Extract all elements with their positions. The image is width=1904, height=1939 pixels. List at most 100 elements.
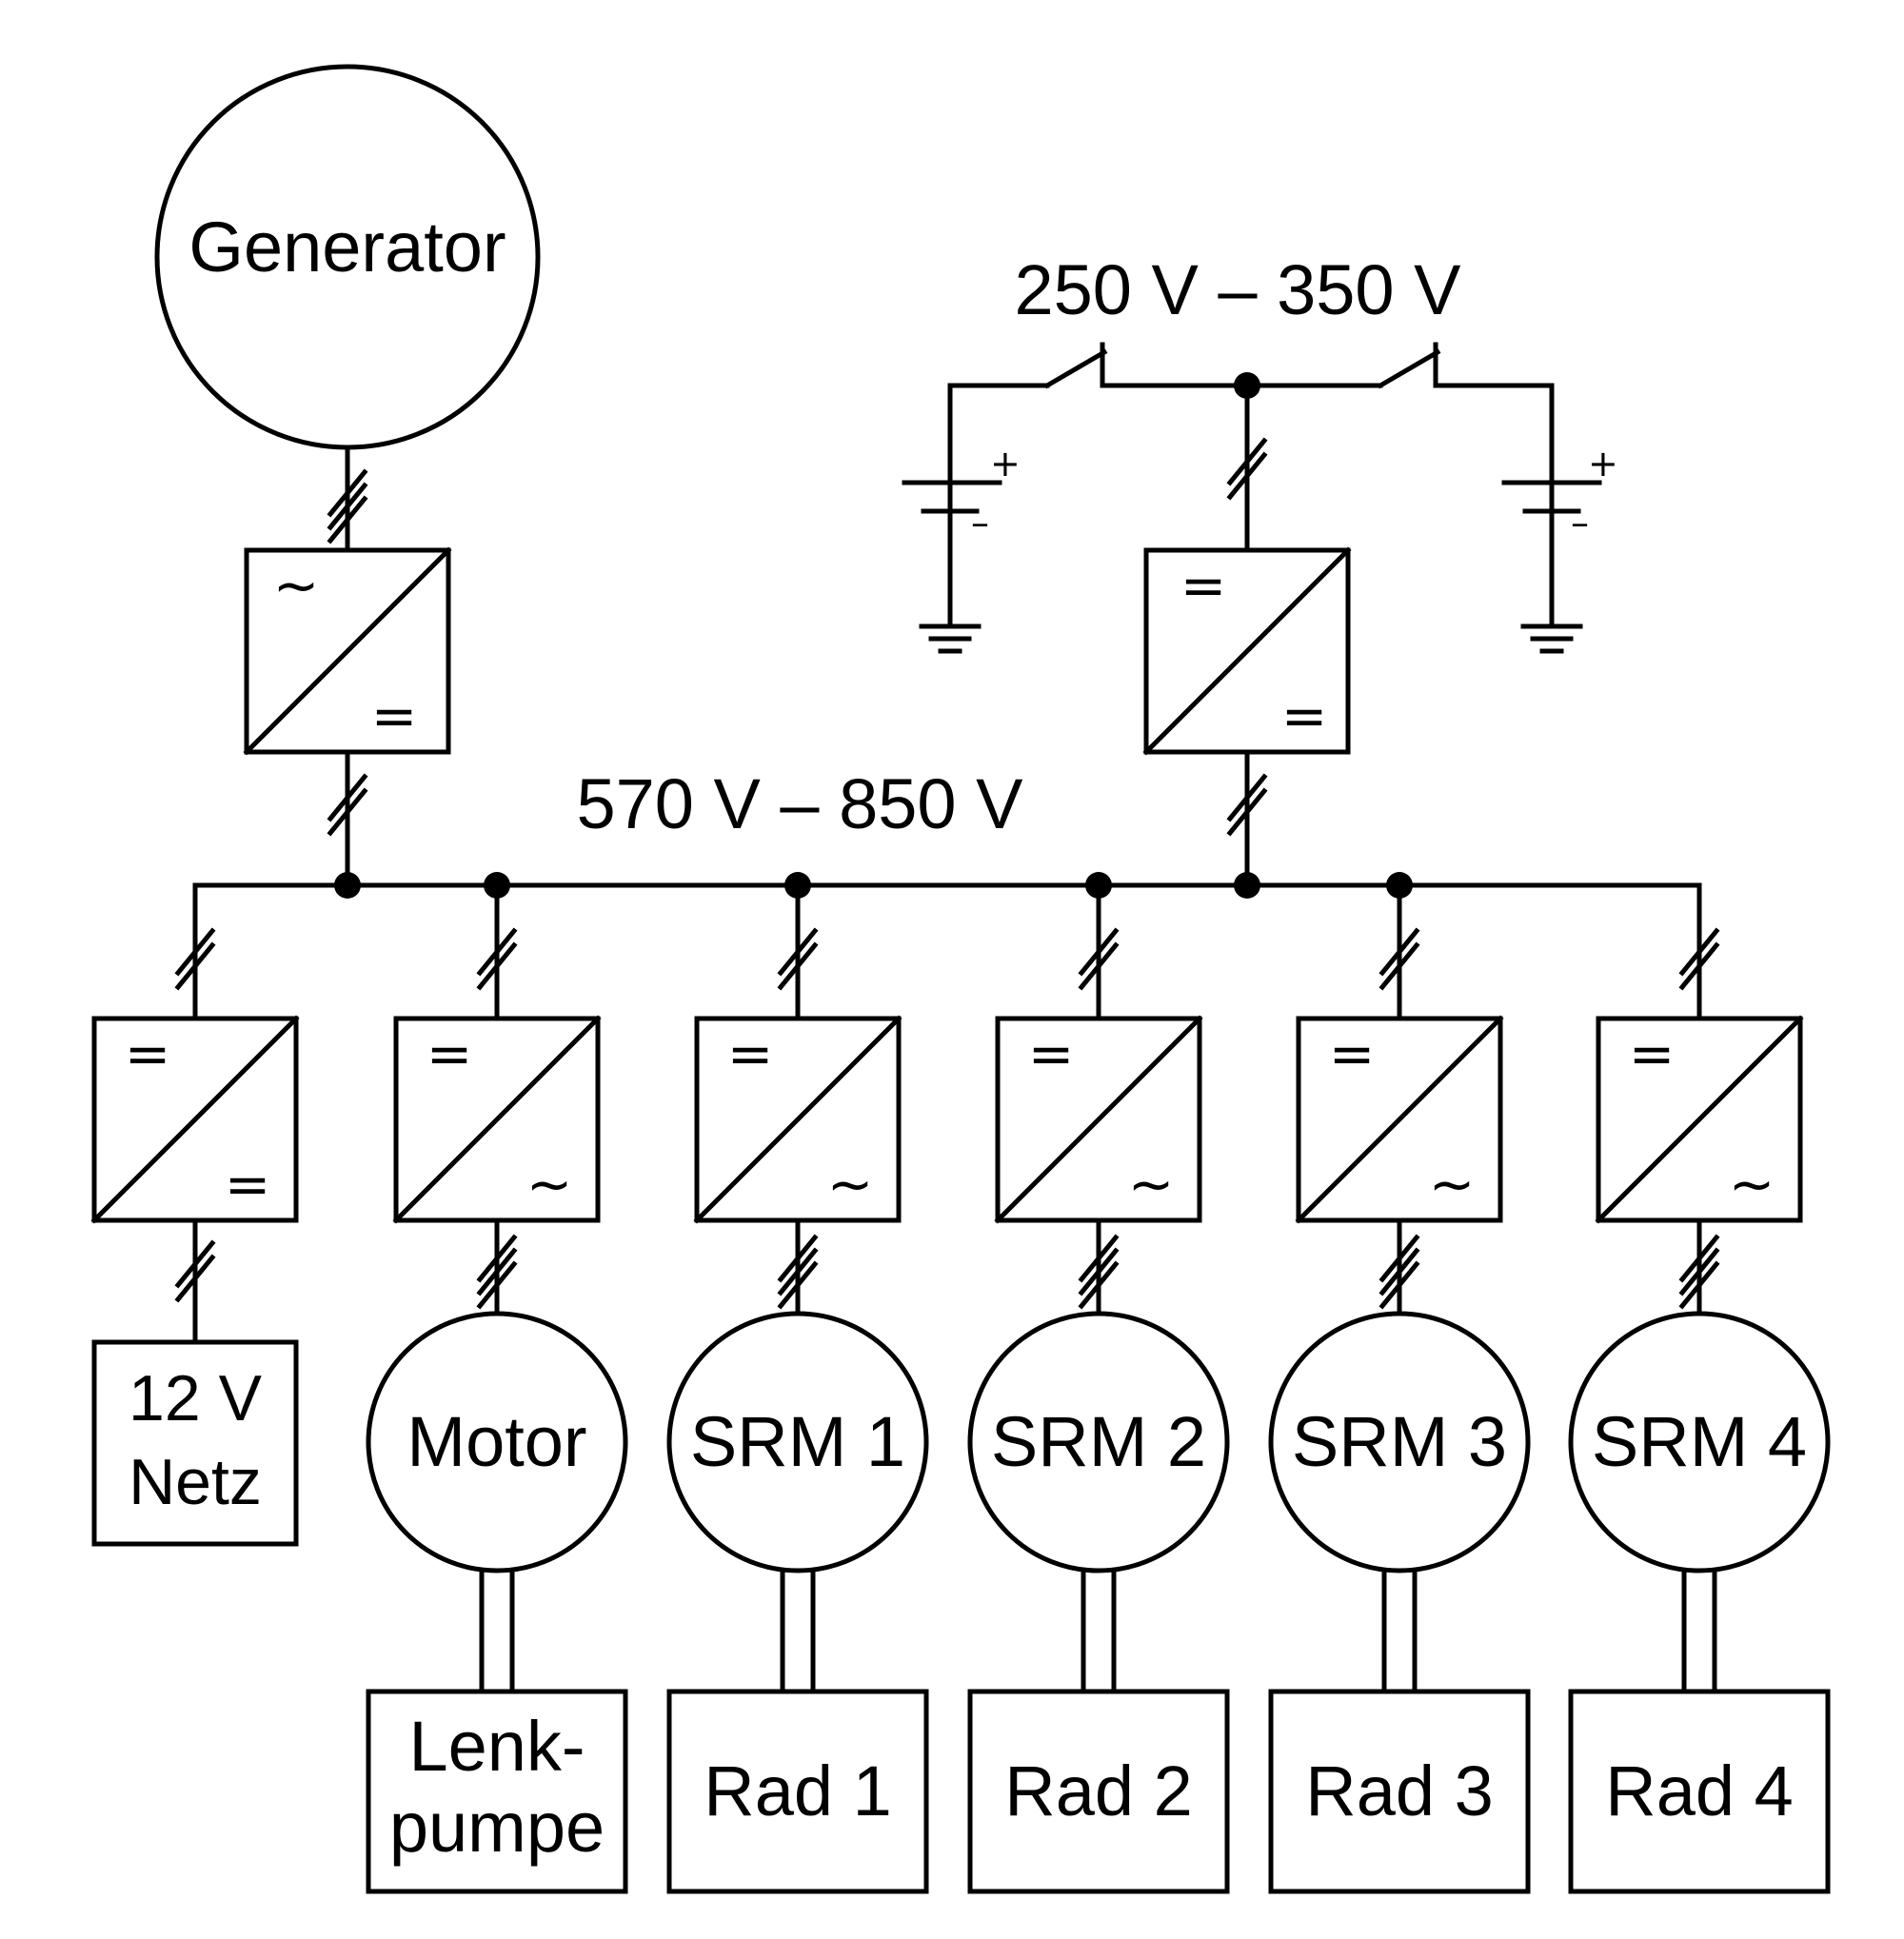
two-wire-tick xyxy=(1226,773,1268,837)
bus-junction-dot xyxy=(334,872,361,899)
load-box xyxy=(967,1689,1230,1894)
svg-text:=: = xyxy=(125,1021,171,1086)
inverter-output-symbol: ~ xyxy=(526,1152,573,1217)
two-wire-tick xyxy=(327,773,368,837)
load-box xyxy=(366,1689,628,1894)
machine-circle xyxy=(366,1311,628,1573)
generator-label: Generator xyxy=(188,208,506,287)
three-phase-tick xyxy=(476,1247,518,1296)
ac-dc-converter: ~ = xyxy=(243,546,452,756)
three-phase-tick xyxy=(1078,1247,1120,1296)
dcdc-output-symbol: = xyxy=(1281,683,1328,748)
three-phase-tick xyxy=(1678,1260,1720,1310)
ground-right xyxy=(1520,623,1583,654)
converter-input-symbol: ~ xyxy=(273,553,320,618)
inverter-diagonal xyxy=(994,1015,1203,1224)
bus-voltage-label: 570 V – 850 V xyxy=(576,764,1023,843)
inverter-output-symbol: ~ xyxy=(1128,1152,1175,1217)
three-phase-tick xyxy=(777,1234,819,1283)
inverter-diagonal xyxy=(392,1015,602,1224)
three-phase-tick xyxy=(1078,1234,1120,1283)
converter-output-symbol: = xyxy=(371,683,418,748)
three-phase-tick xyxy=(777,1247,819,1296)
svg-text:=: = xyxy=(225,1152,271,1217)
inverter-diagonal xyxy=(1295,1015,1504,1224)
inverter-input-symbol: = xyxy=(1329,1021,1376,1086)
two-wire-tick xyxy=(777,941,819,991)
drive-branch: = ~ SRM 3 Rad 3 xyxy=(1268,872,1531,1894)
inverter-input-symbol: = xyxy=(1629,1021,1676,1086)
dcdc-input-symbol: = xyxy=(1180,553,1227,618)
load-label: Rad 1 xyxy=(704,1751,891,1830)
generator-branch: Generator ~ = xyxy=(154,64,541,888)
dc-dc-converter: = = xyxy=(1142,546,1352,756)
machine-label: Motor xyxy=(407,1402,586,1481)
two-wire-tick xyxy=(174,1239,216,1303)
low-voltage-branch: = = 12 V Netz xyxy=(90,882,300,1547)
drive-branch: = ~ SRM 1 Rad 1 xyxy=(666,872,929,1894)
machine-label: SRM 4 xyxy=(1592,1402,1807,1481)
two-wire-tick xyxy=(1378,927,1420,977)
machine-circle xyxy=(1568,1311,1831,1573)
drive-branch: = ~ SRM 4 Rad 4 xyxy=(1568,882,1831,1894)
svg-text:–: – xyxy=(971,502,989,544)
three-phase-tick xyxy=(1378,1247,1420,1296)
machine-circle xyxy=(967,1311,1230,1573)
two-wire-tick xyxy=(1226,437,1268,501)
12v-label-line2: Netz xyxy=(129,1446,262,1518)
two-wire-tick xyxy=(777,927,819,977)
inverter-output-symbol: ~ xyxy=(827,1152,874,1217)
inverter-diagonal xyxy=(1595,1015,1804,1224)
battery-right: + – xyxy=(1244,342,1618,654)
svg-text:–: – xyxy=(1571,502,1589,544)
inverter-output-symbol: ~ xyxy=(1729,1152,1775,1217)
svg-text:+: + xyxy=(990,443,1021,485)
switch-right xyxy=(1377,348,1441,389)
two-wire-tick xyxy=(1678,941,1720,991)
12v-network-box xyxy=(91,1339,299,1547)
switch-left xyxy=(1043,348,1108,389)
two-wire-tick xyxy=(476,927,518,977)
load-label: Rad 3 xyxy=(1305,1751,1493,1830)
three-phase-tick xyxy=(777,1260,819,1310)
two-wire-tick xyxy=(174,927,216,991)
load-label-line1: Lenk- xyxy=(408,1707,585,1786)
inverter-input-symbol: = xyxy=(426,1021,473,1086)
load-box xyxy=(666,1689,929,1894)
inverter-input-symbol: = xyxy=(1028,1021,1075,1086)
two-wire-tick xyxy=(1078,927,1120,977)
inverter-input-symbol: = xyxy=(727,1021,774,1086)
load-label-line2: pumpe xyxy=(389,1788,605,1867)
load-box xyxy=(1268,1689,1531,1894)
battery-left: + – xyxy=(902,342,1250,654)
machine-label: SRM 3 xyxy=(1292,1402,1507,1481)
three-phase-tick xyxy=(327,468,368,544)
three-phase-tick xyxy=(1678,1247,1720,1296)
load-box xyxy=(1568,1689,1831,1894)
battery-voltage-label: 250 V – 350 V xyxy=(1014,250,1461,329)
dc-dc-converter-12v: = = xyxy=(90,1015,300,1224)
load-label: Rad 4 xyxy=(1605,1751,1793,1830)
two-wire-tick xyxy=(1678,927,1720,977)
machine-circle xyxy=(1268,1311,1531,1573)
bus-junction-dot xyxy=(1234,872,1260,899)
inverter-diagonal xyxy=(693,1015,902,1224)
machine-circle xyxy=(666,1311,929,1573)
three-phase-tick xyxy=(1678,1234,1720,1283)
three-phase-tick xyxy=(1378,1260,1420,1310)
three-phase-tick xyxy=(1378,1234,1420,1283)
ground-left xyxy=(919,623,982,654)
three-phase-tick xyxy=(1078,1260,1120,1310)
three-phase-tick xyxy=(476,1234,518,1283)
two-wire-tick xyxy=(476,941,518,991)
two-wire-tick xyxy=(1378,941,1420,991)
inverter-output-symbol: ~ xyxy=(1429,1152,1476,1217)
svg-text:+: + xyxy=(1588,443,1618,485)
machine-label: SRM 1 xyxy=(690,1402,905,1481)
two-wire-tick xyxy=(1078,941,1120,991)
battery-section: 250 V – 350 V + – + – xyxy=(902,250,1618,888)
